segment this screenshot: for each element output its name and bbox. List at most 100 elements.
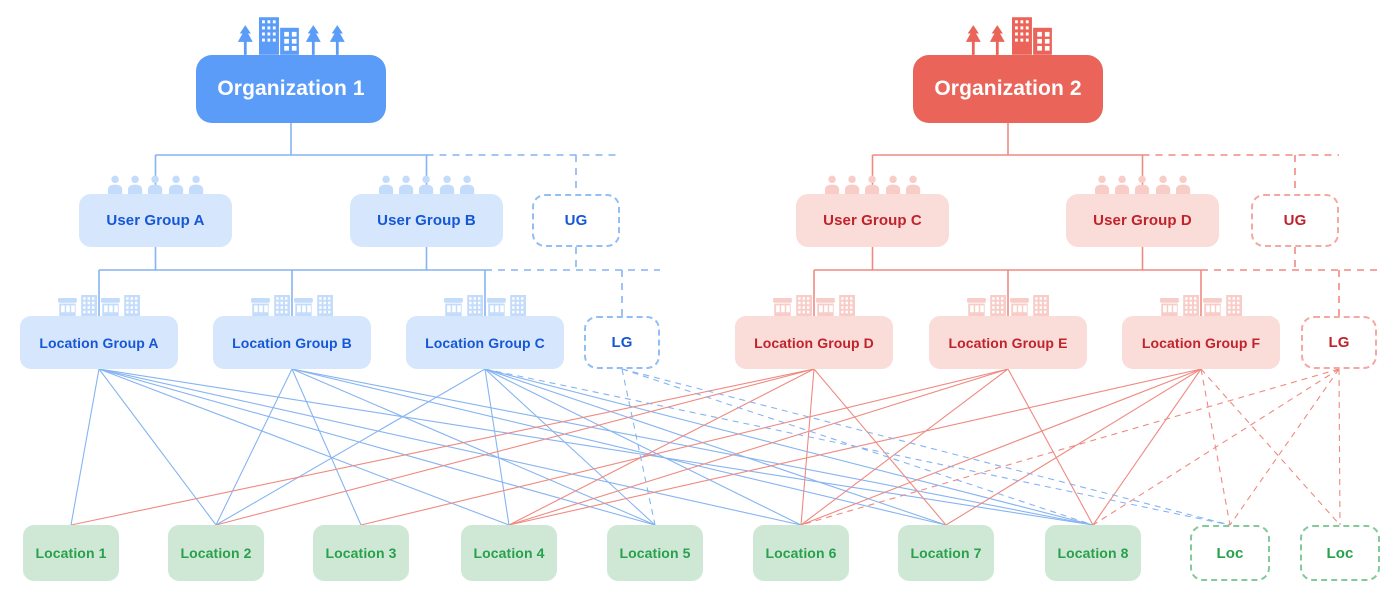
edge-blue-14 bbox=[484, 368, 802, 526]
node-icon-group bbox=[40, 294, 158, 316]
person-icon bbox=[459, 175, 475, 194]
edge-red-0 bbox=[70, 368, 815, 526]
location-placeholder-1-label: Loc bbox=[1216, 544, 1244, 562]
organization-node-1-label: Organization 1 bbox=[217, 77, 365, 100]
edge-red-3 bbox=[800, 368, 815, 526]
office-icon bbox=[795, 295, 812, 316]
node-icon-group bbox=[233, 294, 351, 316]
tree-icon bbox=[988, 25, 1007, 55]
shop-icon bbox=[1203, 298, 1222, 316]
shop-icon bbox=[966, 298, 986, 316]
user-group-placeholder-red-label: UG bbox=[1283, 212, 1307, 229]
edge-red-11 bbox=[945, 368, 1202, 526]
edge-blue-0 bbox=[70, 368, 100, 526]
shop-icon bbox=[443, 298, 463, 316]
edge-blue-3 bbox=[98, 368, 656, 526]
edge-blue-6 bbox=[215, 368, 293, 526]
person-icon bbox=[418, 175, 434, 194]
node-icon-group bbox=[206, 15, 376, 55]
user-group-placeholder-red[interactable]: UG bbox=[1251, 194, 1339, 247]
organization-node-1[interactable]: Organization 1 bbox=[196, 55, 386, 123]
location-group-node-lgE[interactable]: Location Group E bbox=[929, 316, 1087, 369]
office-icon bbox=[839, 295, 856, 316]
location-node-loc3[interactable]: Location 3 bbox=[313, 525, 409, 581]
location-group-node-lgE-label: Location Group E bbox=[948, 334, 1068, 351]
location-placeholder-1[interactable]: Loc bbox=[1190, 525, 1270, 581]
user-group-node-ugA[interactable]: User Group A bbox=[79, 194, 232, 247]
shop-icon bbox=[487, 298, 506, 316]
location-group-node-lgD-label: Location Group D bbox=[754, 334, 874, 351]
tree-icon bbox=[304, 25, 323, 55]
location-group-node-lgF-label: Location Group F bbox=[1141, 334, 1261, 351]
node-icon-group bbox=[812, 175, 933, 194]
office-icon bbox=[989, 295, 1006, 316]
edge-red-1 bbox=[215, 368, 815, 526]
location-node-loc5-label: Location 5 bbox=[619, 545, 691, 561]
location-node-loc6[interactable]: Location 6 bbox=[753, 525, 849, 581]
edge-red-dashed-3 bbox=[1092, 368, 1340, 526]
tree-icon bbox=[328, 25, 347, 55]
tree-icon bbox=[236, 25, 255, 55]
user-group-node-ugC[interactable]: User Group C bbox=[796, 194, 949, 247]
location-node-loc6-label: Location 6 bbox=[765, 545, 837, 561]
location-node-loc1[interactable]: Location 1 bbox=[23, 525, 119, 581]
location-group-node-lgF[interactable]: Location Group F bbox=[1122, 316, 1280, 369]
location-node-loc2-label: Location 2 bbox=[180, 545, 252, 561]
office-icon bbox=[124, 295, 141, 316]
shop-icon bbox=[294, 298, 313, 316]
location-placeholder-2-label: Loc bbox=[1326, 544, 1354, 562]
edge-red-12 bbox=[1092, 368, 1202, 526]
person-icon bbox=[127, 175, 143, 194]
edge-red-dashed-5 bbox=[1338, 368, 1341, 526]
location-group-placeholder-red[interactable]: LG bbox=[1301, 316, 1377, 369]
user-group-node-ugB-label: User Group B bbox=[377, 212, 476, 229]
location-group-node-lgD[interactable]: Location Group D bbox=[735, 316, 893, 369]
location-node-loc8[interactable]: Location 8 bbox=[1045, 525, 1141, 581]
person-icon bbox=[188, 175, 204, 194]
office-icon bbox=[1182, 295, 1199, 316]
edge-blue-13 bbox=[484, 368, 656, 526]
person-icon bbox=[1155, 175, 1171, 194]
person-icon bbox=[1094, 175, 1110, 194]
edge-red-5 bbox=[360, 368, 1009, 526]
shop-icon bbox=[250, 298, 270, 316]
edge-red-dashed-0 bbox=[1200, 368, 1231, 526]
location-group-node-lgC[interactable]: Location Group C bbox=[406, 316, 564, 369]
user-group-node-ugC-label: User Group C bbox=[823, 212, 922, 229]
edge-blue-11 bbox=[215, 368, 486, 526]
location-node-loc1-label: Location 1 bbox=[35, 545, 107, 561]
user-group-placeholder-blue[interactable]: UG bbox=[532, 194, 620, 247]
location-node-loc4[interactable]: Location 4 bbox=[461, 525, 557, 581]
location-group-node-lgB[interactable]: Location Group B bbox=[213, 316, 371, 369]
location-node-loc2[interactable]: Location 2 bbox=[168, 525, 264, 581]
shop-icon bbox=[1159, 298, 1179, 316]
node-icon-group bbox=[1142, 294, 1260, 316]
location-group-node-lgA[interactable]: Location Group A bbox=[20, 316, 178, 369]
shop-icon bbox=[1010, 298, 1029, 316]
edge-blue-dashed-3 bbox=[621, 368, 1231, 526]
organization-node-2[interactable]: Organization 2 bbox=[913, 55, 1103, 123]
person-icon bbox=[378, 175, 394, 194]
location-node-loc7[interactable]: Location 7 bbox=[898, 525, 994, 581]
location-group-placeholder-blue[interactable]: LG bbox=[584, 316, 660, 369]
edge-blue-7 bbox=[291, 368, 362, 526]
office-icon bbox=[80, 295, 97, 316]
node-icon-group bbox=[366, 175, 487, 194]
location-node-loc4-label: Location 4 bbox=[473, 545, 545, 561]
edge-red-7 bbox=[800, 368, 1009, 526]
user-group-node-ugD-label: User Group D bbox=[1093, 212, 1192, 229]
user-group-node-ugB[interactable]: User Group B bbox=[350, 194, 503, 247]
person-icon bbox=[864, 175, 880, 194]
edge-red-dashed-4 bbox=[1229, 368, 1340, 526]
edge-red-9 bbox=[508, 368, 1202, 526]
location-group-node-lgC-label: Location Group C bbox=[425, 334, 545, 351]
location-node-loc5[interactable]: Location 5 bbox=[607, 525, 703, 581]
edge-red-dashed-2 bbox=[800, 368, 1340, 526]
person-icon bbox=[147, 175, 163, 194]
shop-icon bbox=[101, 298, 120, 316]
person-icon bbox=[107, 175, 123, 194]
office-icon bbox=[510, 295, 527, 316]
node-icon-group bbox=[949, 294, 1067, 316]
user-group-node-ugD[interactable]: User Group D bbox=[1066, 194, 1219, 247]
location-placeholder-2[interactable]: Loc bbox=[1300, 525, 1380, 581]
